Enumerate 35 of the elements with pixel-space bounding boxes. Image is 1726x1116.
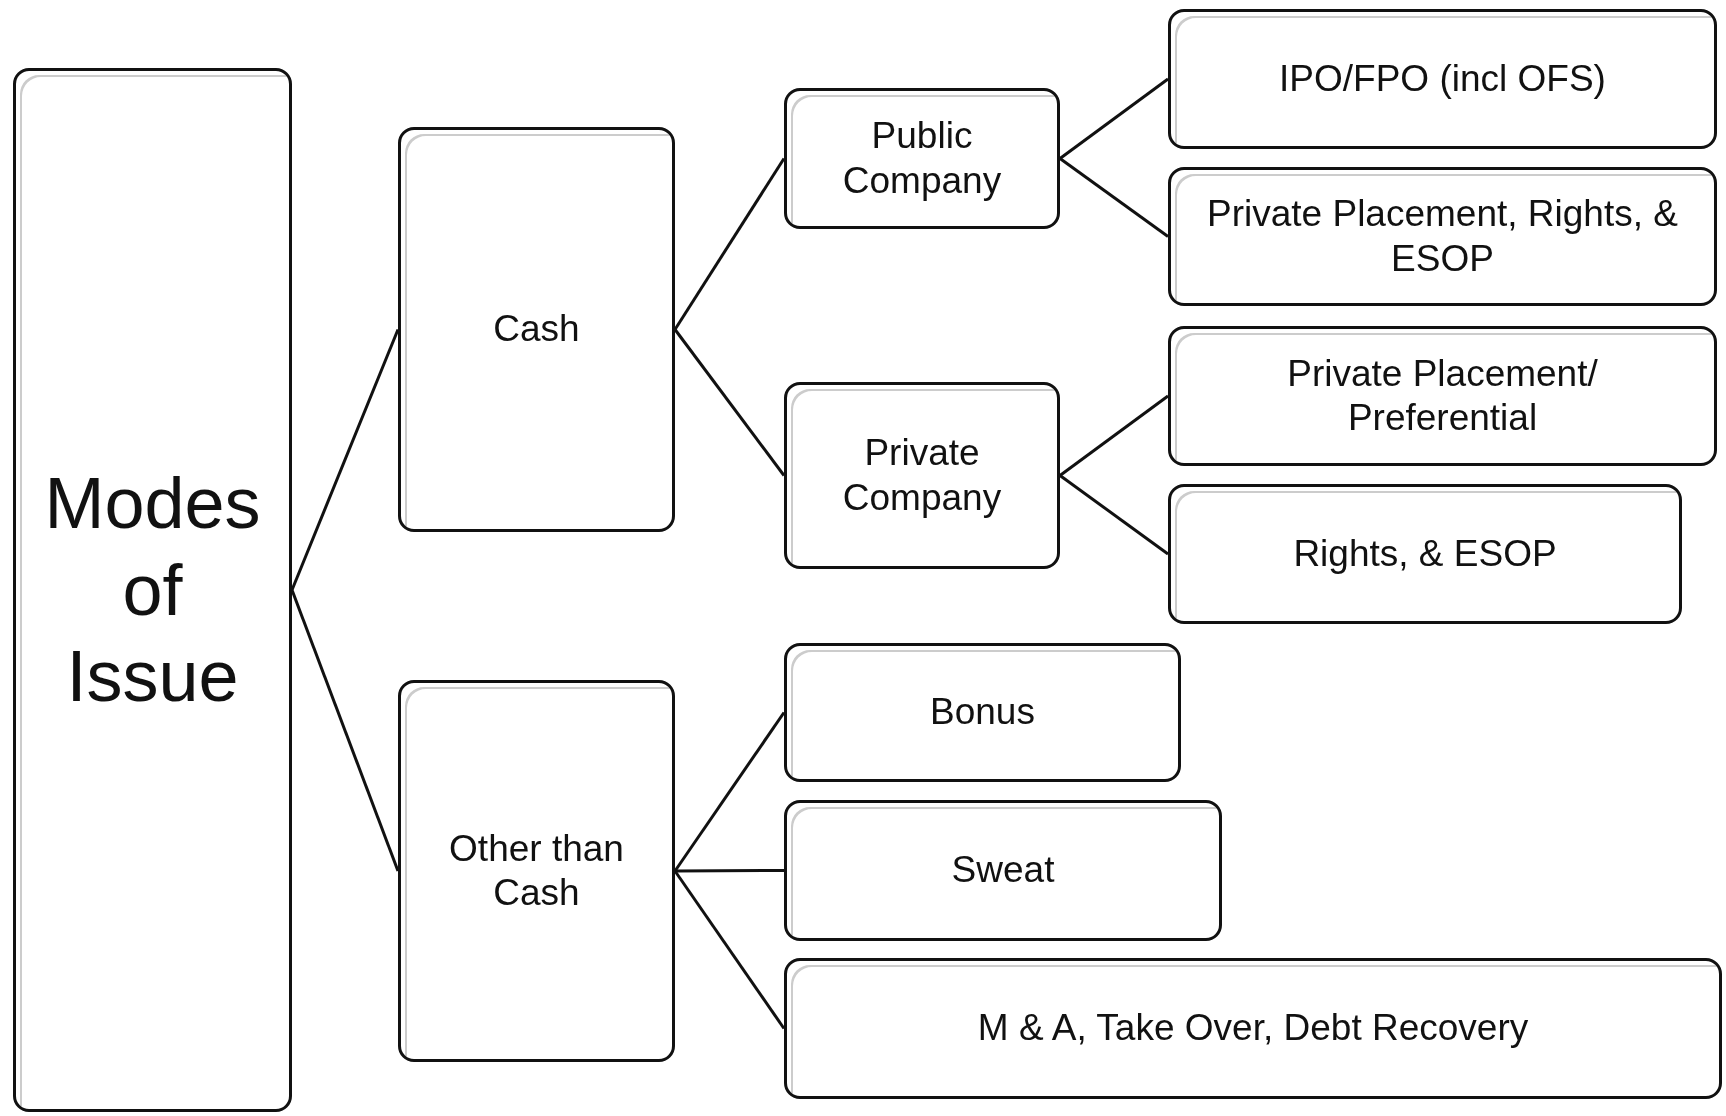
connector-line xyxy=(673,870,786,1030)
connector-line xyxy=(1059,394,1169,477)
node-label: Private Placement/ Preferential xyxy=(1286,351,1599,440)
root-box xyxy=(13,68,292,1112)
connector-line xyxy=(1059,157,1169,238)
connector-line xyxy=(1059,77,1169,160)
node-label: Public Company xyxy=(841,114,1003,203)
category-box xyxy=(784,88,1060,229)
category-box xyxy=(1168,484,1682,624)
category-box xyxy=(784,958,1722,1099)
node-label: Rights, & ESOP xyxy=(1293,531,1557,576)
connector-line xyxy=(673,157,786,331)
category-box xyxy=(1168,9,1717,149)
node-label: Modes of Issue xyxy=(43,462,262,719)
category-box xyxy=(398,680,675,1062)
node-label: Private Company xyxy=(841,431,1003,520)
node-label: M & A, Take Over, Debt Recovery xyxy=(977,1006,1529,1051)
category-box xyxy=(1168,326,1717,466)
node-label: IPO/FPO (incl OFS) xyxy=(1279,56,1606,101)
connector-line xyxy=(290,328,400,591)
connector-line xyxy=(673,328,786,477)
category-box xyxy=(784,643,1181,782)
connector-line xyxy=(290,589,400,872)
node-label: Private Placement, Rights, & ESOP xyxy=(1206,192,1679,281)
node-label: Other than Cash xyxy=(448,826,625,915)
category-box xyxy=(784,382,1060,569)
connector-line xyxy=(673,711,786,872)
category-box xyxy=(784,800,1222,941)
node-label: Sweat xyxy=(951,848,1055,893)
connector-line xyxy=(1059,474,1169,556)
category-box xyxy=(1168,167,1717,306)
category-box xyxy=(398,127,675,532)
node-label: Cash xyxy=(493,307,580,352)
connector-line xyxy=(675,869,784,873)
node-label: Bonus xyxy=(930,690,1035,735)
